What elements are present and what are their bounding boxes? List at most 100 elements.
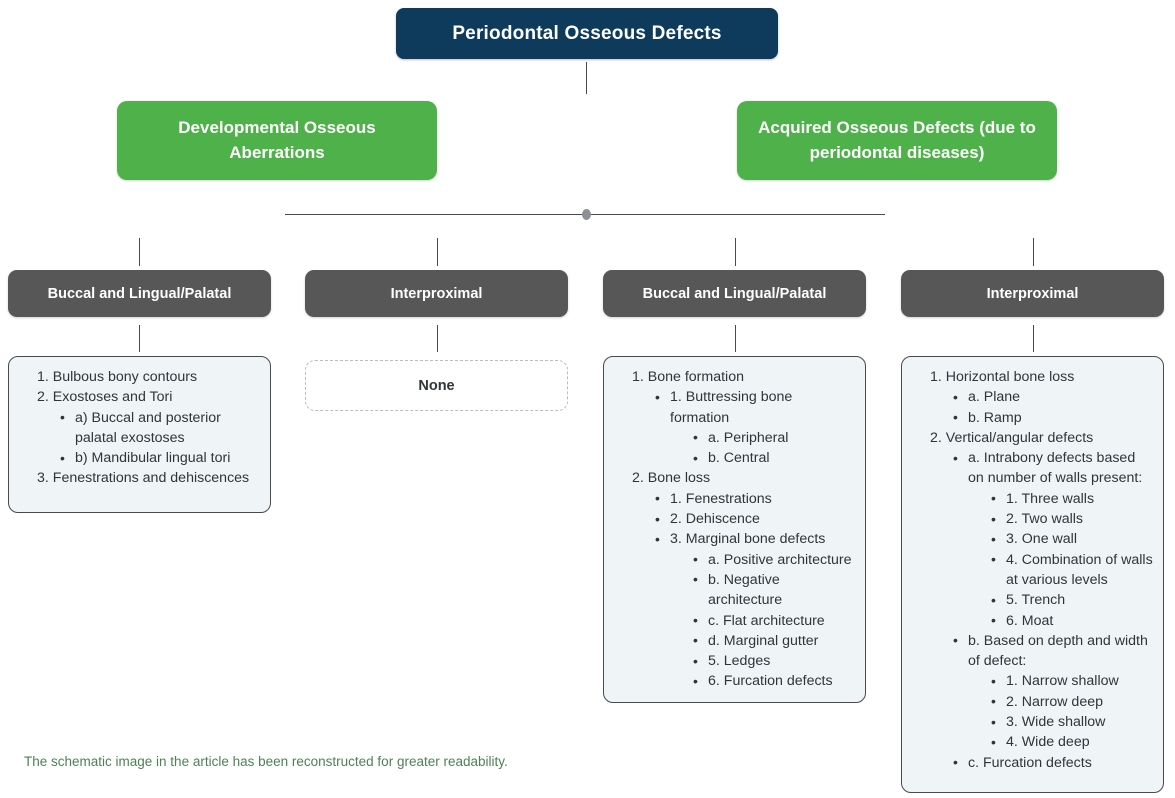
connector-header-panel-col4	[1033, 325, 1034, 352]
outline-item: a. Peripheral	[692, 427, 855, 448]
outline-item: b. Based on depth and width of defect: 1.…	[952, 630, 1153, 753]
outline-item-label: c. Furcation defects	[968, 754, 1092, 771]
outline-item-label: 2. Vertical/angular defects	[930, 429, 1094, 446]
outline-item-label: a) Buccal and posterior palatal exostose…	[75, 409, 221, 446]
column-header-dev-interproximal[interactable]: Interproximal	[305, 270, 568, 317]
connector-drop-col2	[437, 238, 438, 266]
column-header-acq-interproximal-label: Interproximal	[986, 285, 1079, 302]
outline-item-label: 1. Horizontal bone loss	[930, 369, 1075, 385]
outline-item-label: 6. Moat	[1006, 612, 1054, 629]
outline-item-label: a. Plane	[968, 389, 1021, 406]
outline-item: d. Marginal gutter	[692, 630, 855, 651]
outline-item: 3. One wall	[990, 529, 1153, 549]
outline-item-label: b) Mandibular lingual tori	[75, 450, 231, 467]
outline-item: 2. Dehiscence	[654, 509, 855, 529]
root-node-periodontal-osseous-defects[interactable]: Periodontal Osseous Defects	[396, 8, 778, 59]
outline-item: 1. Horizontal bone loss a. Plane b. Ramp	[910, 367, 1153, 428]
outline-item-label: 3. Marginal bone defects	[670, 531, 826, 548]
outline-item: 3. Wide shallow	[990, 712, 1153, 732]
column-header-dev-buccal[interactable]: Buccal and Lingual/Palatal	[8, 270, 271, 317]
outline-item-label: b. Ramp	[968, 409, 1022, 426]
outline-item: a. Positive architecture	[692, 549, 855, 570]
outline-item-label: 1. Fenestrations	[670, 490, 772, 507]
connector-drop-col1	[139, 238, 140, 266]
outline-item-label: a. Intrabony defects based on number of …	[968, 450, 1143, 487]
column-header-acq-buccal-label: Buccal and Lingual/Palatal	[642, 285, 827, 302]
outline-item-label: 2. Bone loss	[632, 470, 711, 487]
connector-root-down	[586, 62, 587, 94]
outline-item-label: 6. Furcation defects	[708, 673, 833, 690]
outline-item: b. Ramp	[952, 407, 1153, 428]
outline-item: 2. Two walls	[990, 509, 1153, 529]
outline-item: 1. Three walls	[990, 488, 1153, 509]
connector-header-panel-col1	[139, 325, 140, 352]
outline-item-label: 4. Wide deep	[1006, 734, 1090, 751]
content-panel-dev-interproximal-none: None	[305, 360, 568, 411]
branch-node-developmental[interactable]: Developmental Osseous Aberrations	[117, 101, 437, 180]
outline-item-label: 4. Combination of walls at various level…	[1006, 551, 1153, 588]
outline-item: a. Intrabony defects based on number of …	[952, 448, 1153, 631]
outline-item: b. Negative architecture	[692, 569, 855, 611]
outline-item: 6. Furcation defects	[692, 671, 855, 691]
outline-item-label: 5. Trench	[1006, 592, 1066, 609]
outline-item-label: a. Peripheral	[708, 429, 789, 446]
outline-item: a) Buccal and posterior palatal exostose…	[59, 407, 260, 449]
content-panel-acq-interproximal: 1. Horizontal bone loss a. Plane b. Ramp 2.…	[901, 356, 1164, 793]
outline-item-label: b. Based on depth and width of defect:	[968, 632, 1148, 670]
outline-item: c. Flat architecture	[692, 610, 855, 631]
outline-item-label: b. Negative architecture	[708, 571, 783, 609]
content-panel-dev-buccal: 1. Bulbous bony contours 2. Exostoses and…	[8, 356, 271, 513]
outline-item-label: 3. Wide shallow	[1006, 714, 1106, 731]
branch-node-acquired[interactable]: Acquired Osseous Defects (due to periodo…	[737, 101, 1057, 180]
outline-item: 2. Bone loss 1. Fenestrations 2. Dehiscenc…	[612, 468, 855, 691]
column-header-dev-interproximal-label: Interproximal	[390, 285, 483, 302]
outline-item: 1. Bone formation 1. Buttressing bone for…	[612, 367, 855, 468]
outline-item: 3. Fenestrations and dehiscences	[17, 468, 260, 488]
outline-item-label: d. Marginal gutter	[708, 632, 819, 649]
connector-header-panel-col2	[437, 325, 438, 352]
outline-item: 5. Trench	[990, 590, 1153, 610]
connector-drop-col4	[1033, 238, 1034, 266]
outline-item-label: 2. Narrow deep	[1006, 693, 1103, 710]
outline-item-label: 1. Narrow shallow	[1006, 673, 1119, 690]
outline-item: 4. Wide deep	[990, 732, 1153, 752]
outline-item: c. Furcation defects	[952, 752, 1153, 773]
root-node-label: Periodontal Osseous Defects	[452, 22, 722, 44]
outline-item-label: c. Flat architecture	[708, 612, 825, 629]
outline-item-label: 2. Dehiscence	[670, 511, 760, 528]
connector-drop-col3	[735, 238, 736, 266]
outline-item: 1. Narrow shallow	[990, 671, 1153, 691]
connector-center-joint	[582, 209, 591, 220]
outline-item: 1. Fenestrations	[654, 488, 855, 509]
outline-item: 4. Combination of walls at various level…	[990, 549, 1153, 591]
connector-header-panel-col3	[735, 325, 736, 352]
outline-item-label: 2. Two walls	[1006, 511, 1084, 528]
column-header-dev-buccal-label: Buccal and Lingual/Palatal	[47, 285, 232, 302]
outline-item: 5. Ledges	[692, 651, 855, 671]
branch-node-developmental-label: Developmental Osseous Aberrations	[178, 117, 376, 162]
outline-item-label: 2. Exostoses and Tori	[37, 389, 173, 406]
none-label: None	[418, 377, 455, 394]
outline-item-label: 3. Fenestrations and dehiscences	[37, 470, 250, 487]
branch-node-acquired-label: Acquired Osseous Defects (due to periodo…	[758, 117, 1036, 162]
outline-item: a. Plane	[952, 387, 1153, 407]
column-header-acq-buccal[interactable]: Buccal and Lingual/Palatal	[603, 270, 866, 317]
outline-item: 3. Marginal bone defects a. Positive arch…	[654, 529, 855, 691]
outline-item: 6. Moat	[990, 610, 1153, 631]
outline-item: b. Central	[692, 448, 855, 468]
footer-note: The schematic image in the article has b…	[24, 754, 508, 769]
outline-item: 2. Exostoses and Tori a) Buccal and poste…	[17, 387, 260, 468]
outline-item-label: 1. Three walls	[1006, 490, 1095, 507]
outline-item-label: 1. Bulbous bony contours	[37, 369, 198, 385]
outline-item: 2. Narrow deep	[990, 691, 1153, 712]
content-panel-acq-buccal: 1. Bone formation 1. Buttressing bone for…	[603, 356, 866, 703]
column-header-acq-interproximal[interactable]: Interproximal	[901, 270, 1164, 317]
outline-item-label: 1. Buttressing bone formation	[670, 389, 793, 426]
outline-item-label: a. Positive architecture	[708, 551, 852, 568]
outline-item: b) Mandibular lingual tori	[59, 448, 260, 468]
outline-item-label: 1. Bone formation	[632, 369, 744, 385]
outline-item: 1. Bulbous bony contours	[17, 367, 260, 387]
outline-item-label: 5. Ledges	[708, 653, 771, 670]
outline-item-label: 3. One wall	[1006, 531, 1077, 548]
